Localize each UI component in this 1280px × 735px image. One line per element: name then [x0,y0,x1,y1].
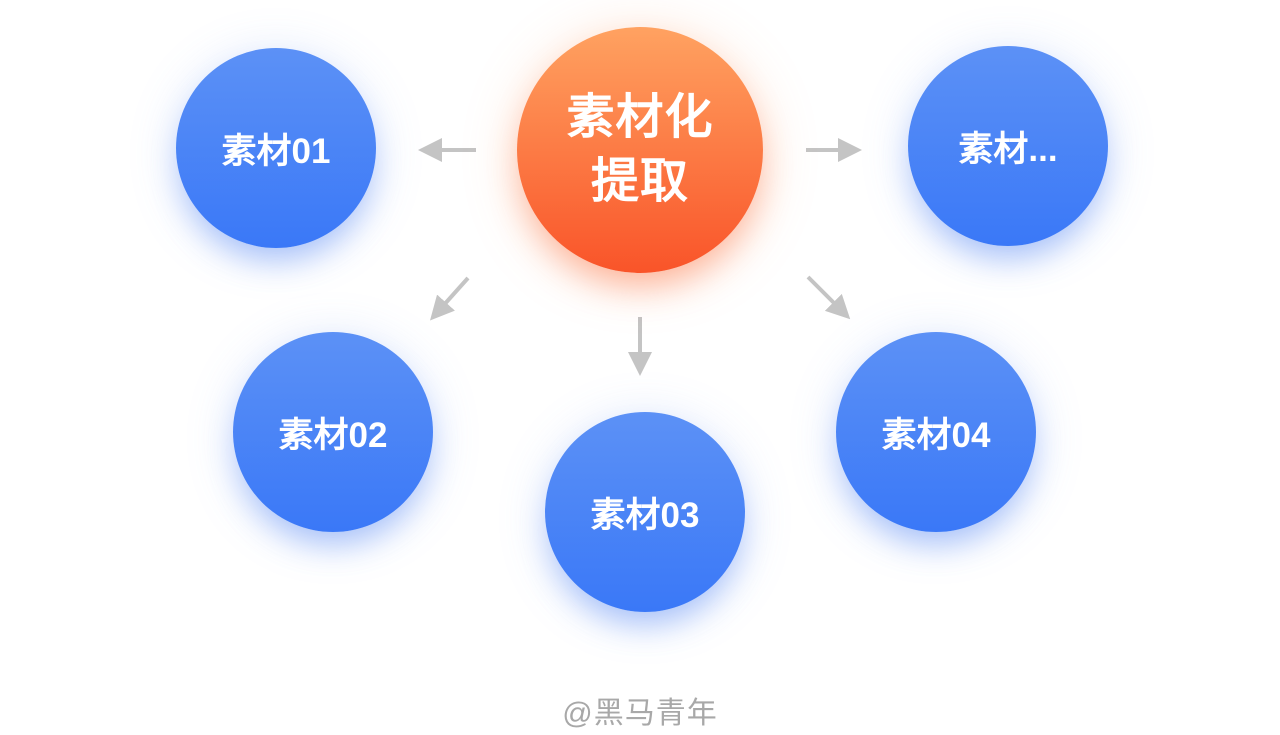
node-material-more-label: 素材... [958,129,1058,169]
watermark: @黑马青年 [562,697,718,730]
center-node: 素材化 提取 [517,27,763,273]
node-material-04: 素材04 [836,332,1036,532]
node-material-02-label: 素材02 [278,415,388,455]
node-material-03-label: 素材03 [590,495,700,535]
node-material-more: 素材... [908,46,1108,246]
center-node-label-line2: 提取 [590,155,689,208]
node-material-01: 素材01 [176,48,376,248]
center-node-label-line1: 素材化 [566,91,714,144]
node-material-01-label: 素材01 [221,131,331,171]
center-node-label: 素材化 提取 [566,86,713,214]
node-material-03: 素材03 [545,412,745,612]
arrow-to-material-04 [806,275,851,320]
node-material-02: 素材02 [233,332,433,532]
arrow-to-material-02 [429,276,470,321]
node-material-04-label: 素材04 [881,415,991,455]
